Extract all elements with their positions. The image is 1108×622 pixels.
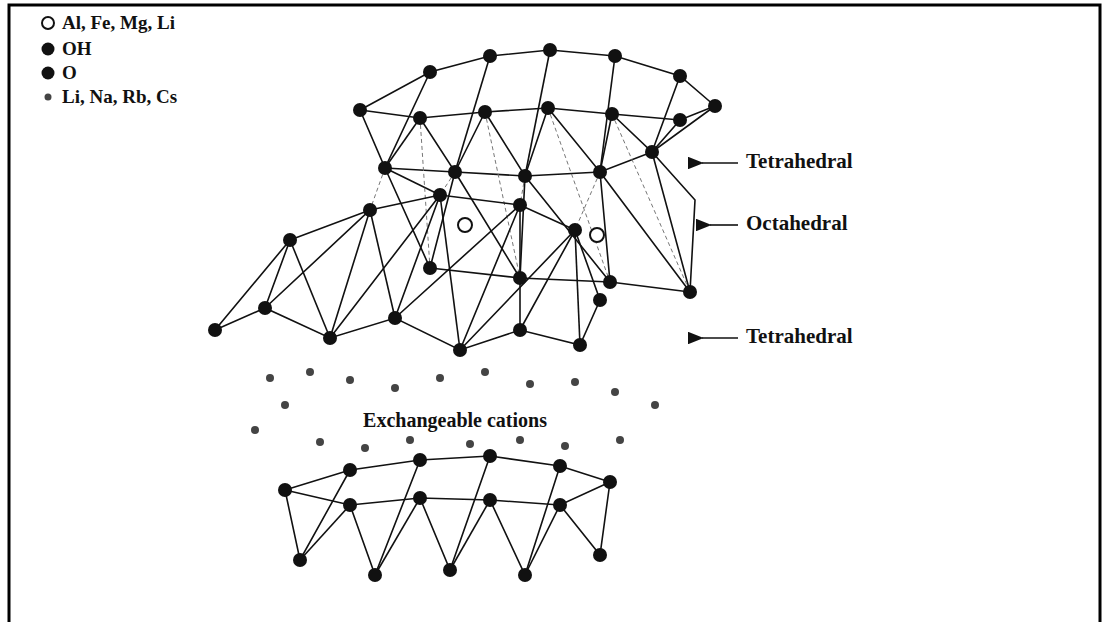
top-tetrahedral-sheet: [360, 50, 715, 176]
legend-text: O: [62, 62, 77, 84]
frame: [9, 5, 1100, 622]
lower-tetrahedral-sheet: [215, 195, 600, 350]
region-label: Exchangeable cations: [359, 409, 551, 431]
leader-arrows: [702, 163, 738, 338]
legend-symbol: [40, 65, 56, 81]
legend-row: O: [40, 62, 77, 84]
oxygen-atoms: [208, 43, 722, 582]
legend-text: Al, Fe, Mg, Li: [62, 12, 175, 34]
legend-symbol: [40, 41, 56, 57]
bottom-tetrahedral-sheet: [285, 456, 610, 575]
legend-row: Li, Na, Rb, Cs: [40, 86, 177, 108]
legend-text: OH: [62, 38, 92, 60]
octahedral-sheet: [385, 152, 695, 292]
exchangeable-cation-dots: [251, 368, 659, 452]
sheet-label: Tetrahedral: [746, 325, 853, 348]
legend-symbol: [40, 15, 56, 31]
legend-text: Li, Na, Rb, Cs: [62, 86, 177, 108]
legend-row: Al, Fe, Mg, Li: [40, 12, 175, 34]
legend-row: OH: [40, 38, 92, 60]
legend-symbol: [40, 89, 56, 105]
sheet-label: Octahedral: [746, 212, 847, 235]
octahedral-cations: [458, 218, 604, 242]
sheet-label: Tetrahedral: [746, 150, 853, 173]
